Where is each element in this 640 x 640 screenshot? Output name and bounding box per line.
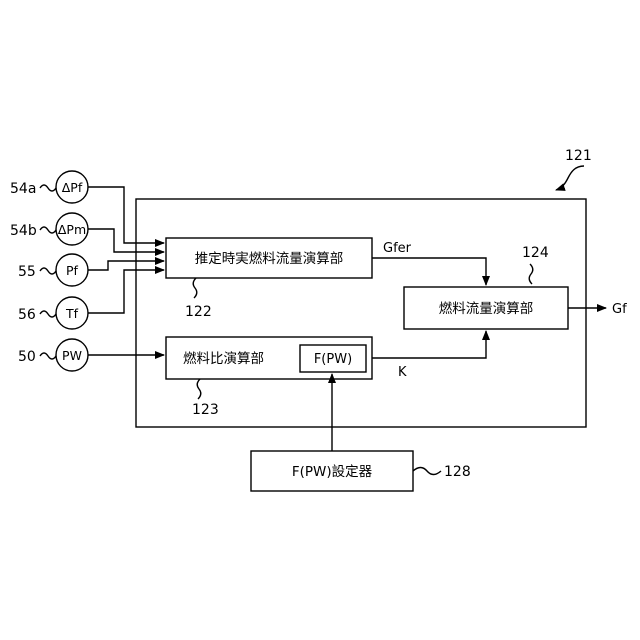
input-leader-50 <box>40 353 56 359</box>
input-leader-54a <box>40 185 56 191</box>
estimator-ref: 122 <box>185 304 212 320</box>
signal-k-label: K <box>398 365 407 380</box>
input-dpf: 54a ΔPf <box>10 171 88 203</box>
input-tf: 56 Tf <box>18 297 88 329</box>
input-symbol-tf: Tf <box>65 306 79 321</box>
input-ref-55: 55 <box>18 264 36 280</box>
input-dpm: 54b ΔPm <box>10 213 88 245</box>
enclosure-ref: 121 <box>565 148 592 164</box>
input-pf: 55 Pf <box>18 254 88 286</box>
input-symbol-pf: Pf <box>66 263 79 278</box>
input-leader-55 <box>40 268 56 274</box>
input-leader-56 <box>40 311 56 317</box>
input-leader-54b <box>40 227 56 233</box>
setter-label: F(PW)設定器 <box>292 464 373 480</box>
setter-ref: 128 <box>444 464 471 480</box>
flow-ref: 124 <box>522 245 549 261</box>
enclosure-leader <box>556 166 584 190</box>
ratio-inner-label: F(PW) <box>314 352 352 367</box>
estimator-label: 推定時実燃料流量演算部 <box>195 250 344 267</box>
input-ref-50: 50 <box>18 349 36 365</box>
input-symbol-pw: PW <box>62 348 82 363</box>
input-pw: 50 PW <box>18 339 88 371</box>
ratio-label: 燃料比演算部 <box>183 350 264 367</box>
flow-label: 燃料流量演算部 <box>439 300 534 317</box>
ratio-ref: 123 <box>192 402 219 418</box>
setter-leader <box>413 468 441 475</box>
input-symbol-dpm: ΔPm <box>58 222 86 237</box>
input-symbol-dpf: ΔPf <box>62 180 83 195</box>
input-ref-54b: 54b <box>10 223 37 239</box>
input-ref-56: 56 <box>18 307 36 323</box>
signal-gfer-label: Gfer <box>383 241 412 256</box>
input-ref-54a: 54a <box>10 181 36 197</box>
signal-gf-label: Gf <box>612 302 627 317</box>
